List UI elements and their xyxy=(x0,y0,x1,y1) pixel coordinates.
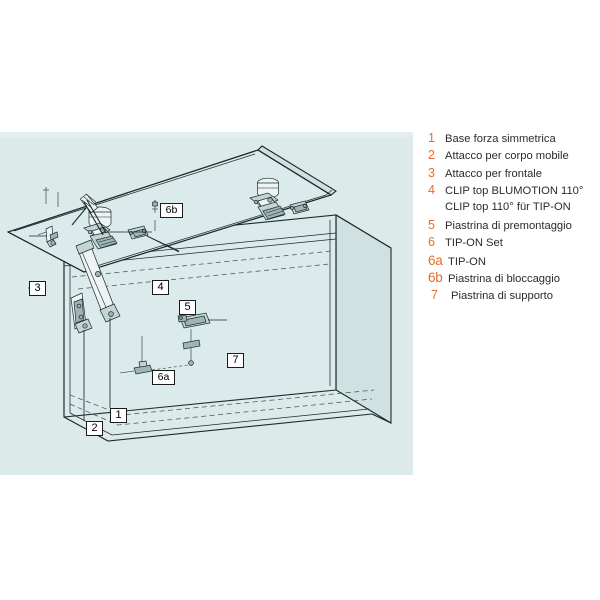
legend-number: 6b xyxy=(428,270,443,286)
part-5-premount-plate-right xyxy=(289,200,310,215)
part-2-body-attachment xyxy=(70,292,93,334)
part-5-premount-plate-left xyxy=(127,225,149,240)
legend-item-6a: 6a TIP-ON xyxy=(428,253,598,270)
legend-number: 1 xyxy=(428,131,435,145)
callout-3[interactable]: 3 xyxy=(29,281,46,296)
illustration-panel: .ln { fill:none; stroke:#1b2c2c; stroke-… xyxy=(0,132,413,475)
part-6a-tipon xyxy=(119,336,189,375)
legend-item-6: 6 TIP-ON Set xyxy=(428,235,598,252)
legend-label: Piastrina di bloccaggio xyxy=(448,273,560,286)
legend-item-4: 4 CLIP top BLUMOTION 110° xyxy=(428,183,598,200)
cabinet-front-frame xyxy=(63,215,337,417)
legend-item-4-alt: CLIP top 110° für TIP-ON xyxy=(428,201,598,218)
legend-number: 6 xyxy=(428,235,435,250)
legend-item-2: 2 Attacco per corpo mobile xyxy=(428,148,598,165)
legend-label: CLIP top BLUMOTION 110° xyxy=(445,185,584,198)
callout-6b[interactable]: 6b xyxy=(160,203,183,218)
callout-4[interactable]: 4 xyxy=(152,280,169,295)
callout-2[interactable]: 2 xyxy=(86,421,103,436)
legend-item-1: 1 Base forza simmetrica xyxy=(428,131,598,148)
legend-label: Piastrina di supporto xyxy=(451,289,553,302)
legend-number: 5 xyxy=(428,217,435,232)
legend-label: Piastrina di premontaggio xyxy=(445,219,572,232)
cabinet-assembly-drawing: .ln { fill:none; stroke:#1b2c2c; stroke-… xyxy=(6,145,392,442)
cabinet-right-side xyxy=(335,214,392,424)
part-7-support-plate xyxy=(177,312,211,366)
legend-number: 3 xyxy=(428,165,435,180)
panel-top-band xyxy=(0,132,413,137)
legend-label: CLIP top 110° für TIP-ON xyxy=(445,200,571,213)
part-6b-locking-plate xyxy=(152,201,158,231)
legend-number: 2 xyxy=(428,148,435,163)
legend-label: Attacco per frontale xyxy=(445,167,543,180)
part-4-hinge-left xyxy=(83,206,118,250)
callout-1[interactable]: 1 xyxy=(110,408,127,423)
legend-label: Attacco per corpo mobile xyxy=(445,150,569,163)
legend-label: TIP-ON Set xyxy=(445,237,503,250)
callout-6a[interactable]: 6a xyxy=(152,370,175,385)
legend-item-5: 5 Piastrina di premontaggio xyxy=(428,218,598,235)
legend-item-6b: 6b Piastrina di bloccaggio xyxy=(428,270,598,287)
part-4-hinge-right xyxy=(249,177,286,221)
legend-number: 7 xyxy=(431,287,438,302)
part-1-lift-arm-assembly xyxy=(71,193,121,323)
part-3-front-attachment xyxy=(37,225,59,248)
callout-5[interactable]: 5 xyxy=(179,300,196,315)
legend-number: 6a xyxy=(428,252,443,268)
parts-legend: 1 Base forza simmetrica 2 Attacco per co… xyxy=(428,131,598,305)
legend-number: 4 xyxy=(428,183,435,198)
flap-reference-marks xyxy=(43,187,59,207)
legend-item-7: 7 Piastrina di supporto xyxy=(428,288,598,305)
callout-7[interactable]: 7 xyxy=(227,353,244,368)
legend-label: TIP-ON xyxy=(448,255,486,268)
legend-item-3: 3 Attacco per frontale xyxy=(428,166,598,183)
legend-label: Base forza simmetrica xyxy=(445,133,556,145)
callout-leader-lines xyxy=(28,200,227,421)
